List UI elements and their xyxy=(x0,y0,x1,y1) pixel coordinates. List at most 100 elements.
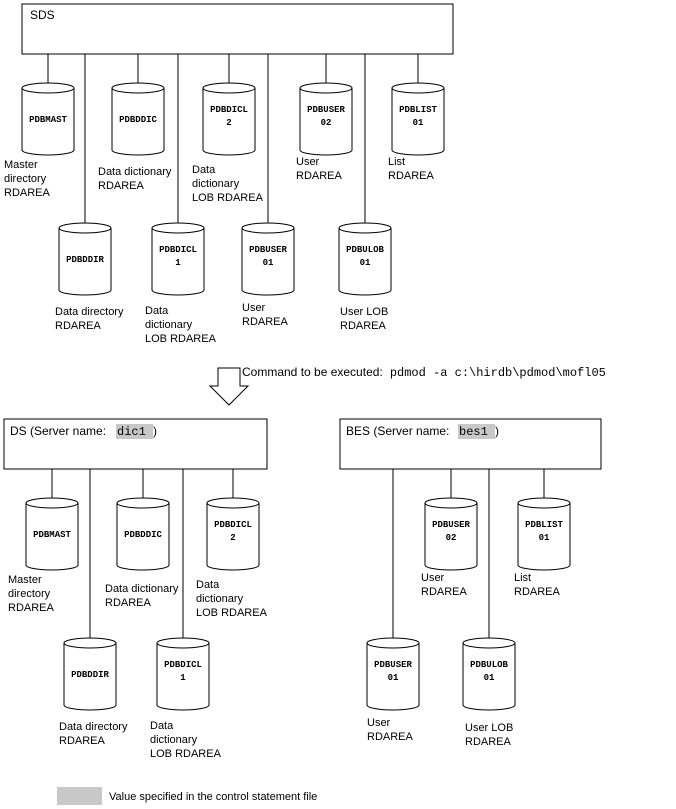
bes-rdarea-pdbuser02-0-name-line: PDBUSER xyxy=(432,520,470,530)
ds-rdarea-pdbdicl1-4-name-line: PDBDICL xyxy=(164,660,202,670)
sds-rdarea-pdbdicl2-2-name-line: PDBDICL xyxy=(210,105,248,115)
ds-title-close: ) xyxy=(153,424,157,438)
sds-rdarea-pdbddic-1-name-line: PDBDDIC xyxy=(119,115,157,125)
sds-title: SDS xyxy=(30,8,55,22)
bes-rdarea-pdbuser01-2-name-line: PDBUSER xyxy=(374,660,412,670)
database-cylinder-icon xyxy=(111,82,165,156)
bes-rdarea-pdbuser01-2-name-line: 01 xyxy=(388,673,399,683)
bes-rdarea-pdbuser01-2-label-line: RDAREA xyxy=(367,731,414,743)
database-cylinder-icon xyxy=(299,82,353,156)
bes-rdarea-pdbuser02-0-label-line: RDAREA xyxy=(421,586,468,598)
ds-rdarea-pdbddic-1-name-line: PDBDDIC xyxy=(124,530,162,540)
legend-swatch xyxy=(57,787,102,805)
bes-rdarea-group: PDBUSER02UserRDAREAPDBLIST01ListRDAREAPD… xyxy=(366,469,571,748)
bes-rdarea-pdbulob01-3-label-line: User LOB xyxy=(465,722,513,734)
database-cylinder-icon xyxy=(424,497,478,571)
down-arrow-icon xyxy=(208,367,250,406)
database-cylinder-icon xyxy=(206,497,260,571)
sds-rdarea-pdbmast-0-label-line: directory xyxy=(4,173,47,185)
ds-rdarea-pdbmast-0-label-line: Master xyxy=(8,574,42,586)
ds-rdarea-pdbdicl2-2-name-line: PDBDICL xyxy=(214,520,252,530)
ds-rdarea-pdbddir-3-label-line: RDAREA xyxy=(59,735,106,747)
sds-rdarea-pdbuser02-3-label-line: User xyxy=(296,156,320,168)
sds-rdarea-pdbdicl1-6-label-line: LOB RDAREA xyxy=(145,333,217,345)
ds-rdarea-pdbmast-0-label-line: directory xyxy=(8,588,51,600)
ds-rdarea-pdbmast-0-label-line: RDAREA xyxy=(8,602,55,614)
sds-rdarea-pdbulob01-8-name-line: 01 xyxy=(360,258,371,268)
sds-rdarea-pdbuser01-7-name-line: 01 xyxy=(263,258,274,268)
command-line: Command to be executed: pdmod -a c:\hird… xyxy=(242,365,606,380)
database-cylinder-icon xyxy=(366,637,420,711)
bes-server-name: bes1 xyxy=(459,425,488,439)
database-cylinder-icon xyxy=(462,637,516,711)
ds-rdarea-pdbdicl1-4-label-line: Data xyxy=(150,720,174,732)
ds-rdarea-pdbdicl1-4-name-line: 1 xyxy=(180,673,186,683)
sds-rdarea-pdbddic-1-label-line: RDAREA xyxy=(98,180,145,192)
sds-rdarea-pdbuser02-3-name-line: 02 xyxy=(321,118,332,128)
sds-rdarea-pdbuser02-3-name-line: PDBUSER xyxy=(307,105,345,115)
bes-rdarea-pdbulob01-3-name-line: 01 xyxy=(484,673,495,683)
sds-rdarea-pdbuser01-7-name-line: PDBUSER xyxy=(249,245,287,255)
sds-server-box xyxy=(21,3,454,55)
sds-rdarea-pdbmast-0-name-line: PDBMAST xyxy=(29,115,67,125)
database-cylinder-icon xyxy=(63,637,117,711)
sds-rdarea-pdblist01-4-label-line: RDAREA xyxy=(388,170,435,182)
sds-rdarea-pdblist01-4-label-line: List xyxy=(388,156,405,168)
ds-rdarea-pdbdicl2-2-label-line: Data xyxy=(196,579,220,591)
ds-rdarea-pdbdicl1-4-label-line: LOB RDAREA xyxy=(150,748,222,760)
bes-rdarea-pdblist01-1-label-line: RDAREA xyxy=(514,586,561,598)
bes-rdarea-pdblist01-1-name-line: 01 xyxy=(539,533,550,543)
ds-rdarea-pdbdicl2-2-label-line: dictionary xyxy=(196,593,244,605)
bes-rdarea-pdblist01-1-label-line: List xyxy=(514,572,531,584)
database-cylinder-icon xyxy=(338,222,392,296)
database-cylinder-icon xyxy=(391,82,445,156)
sds-rdarea-pdbdicl2-2-label-line: Data xyxy=(192,164,216,176)
sds-rdarea-pdbuser02-3-label-line: RDAREA xyxy=(296,170,343,182)
database-cylinder-icon xyxy=(58,222,112,296)
sds-rdarea-pdbmast-0-label-line: RDAREA xyxy=(4,187,51,199)
sds-rdarea-pdbdicl1-6-label-line: Data xyxy=(145,305,169,317)
database-cylinder-icon xyxy=(21,82,75,156)
sds-rdarea-pdbddir-5-label-line: RDAREA xyxy=(55,320,102,332)
command-label: Command to be executed: xyxy=(242,365,383,379)
database-cylinder-icon xyxy=(116,497,170,571)
ds-title: DS (Server name: xyxy=(10,424,106,438)
ds-rdarea-pdbdicl2-2-name-line: 2 xyxy=(230,533,235,543)
bes-rdarea-pdbuser01-2-label-line: User xyxy=(367,717,391,729)
sds-rdarea-pdbulob01-8-label-line: User LOB xyxy=(340,306,388,318)
ds-server-name: dic1 xyxy=(117,425,146,439)
database-cylinder-icon xyxy=(151,222,205,296)
ds-rdarea-group: PDBMASTMasterdirectoryRDAREAPDBDDICData … xyxy=(8,469,268,760)
sds-rdarea-pdbdicl1-6-name-line: 1 xyxy=(175,258,181,268)
sds-rdarea-group: PDBMASTMasterdirectoryRDAREAPDBDDICData … xyxy=(4,54,445,345)
database-cylinder-icon xyxy=(202,82,256,156)
ds-server-name-highlight xyxy=(116,424,153,439)
bes-rdarea-pdbuser02-0-name-line: 02 xyxy=(446,533,457,543)
database-cylinder-icon xyxy=(25,497,79,571)
database-cylinder-icon xyxy=(156,637,210,711)
bes-rdarea-pdbuser02-0-label-line: User xyxy=(421,572,445,584)
sds-rdarea-pdbdicl2-2-label-line: LOB RDAREA xyxy=(192,192,264,204)
sds-rdarea-pdbdicl2-2-label-line: dictionary xyxy=(192,178,240,190)
bes-title-line: BES (Server name: bes1 ) xyxy=(346,424,499,439)
sds-rdarea-pdblist01-4-name-line: 01 xyxy=(413,118,424,128)
ds-rdarea-pdbddir-3-name-line: PDBDDIR xyxy=(71,670,109,680)
sds-rdarea-pdbddir-5-name-line: PDBDDIR xyxy=(66,255,104,265)
bes-rdarea-pdblist01-1-name-line: PDBLIST xyxy=(525,520,563,530)
sds-rdarea-pdbdicl2-2-name-line: 2 xyxy=(226,118,231,128)
database-cylinder-icon xyxy=(517,497,571,571)
sds-rdarea-pdbdicl1-6-label-line: dictionary xyxy=(145,319,193,331)
